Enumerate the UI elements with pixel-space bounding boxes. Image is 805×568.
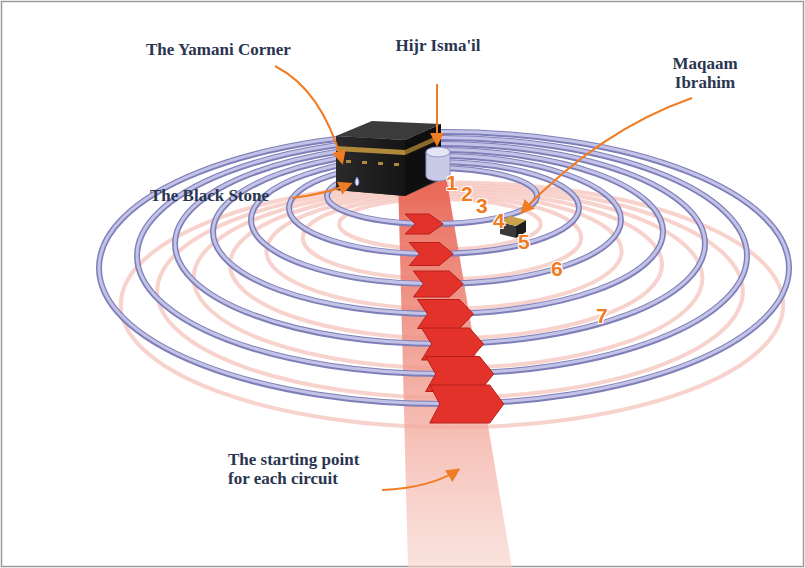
- circuit-ring: [137, 138, 747, 374]
- callout-number: 4: [493, 210, 513, 232]
- direction-chevron: [413, 271, 463, 297]
- direction-chevron: [422, 328, 484, 360]
- callout-number: 6: [551, 258, 571, 280]
- part-label: The Yamani Corner: [146, 40, 336, 59]
- circuit-rings: [99, 132, 789, 405]
- part-label: Maqaam Ibrahim: [650, 54, 760, 92]
- direction-chevrons: [405, 214, 504, 423]
- circuit-ring: [175, 144, 705, 344]
- circuit-ring: [137, 138, 747, 374]
- circuit-ring: [99, 132, 789, 404]
- direction-chevron: [417, 300, 473, 329]
- part-label: Hijr Isma'il: [392, 36, 484, 55]
- circuit-ring: [213, 150, 663, 314]
- black-stone: [355, 177, 359, 186]
- leader-lines: [275, 66, 692, 490]
- direction-chevron: [405, 214, 443, 234]
- direction-chevron: [430, 385, 504, 423]
- part-label: The starting point for each circuit: [228, 450, 378, 488]
- callout-number: 5: [518, 231, 538, 253]
- direction-chevron: [409, 243, 453, 266]
- circuit-ring: [175, 144, 705, 344]
- part-label: The Black Stone: [150, 186, 290, 205]
- circuit-ring: [213, 150, 663, 314]
- callout-number: 7: [596, 305, 616, 327]
- circuit-ring: [99, 132, 789, 404]
